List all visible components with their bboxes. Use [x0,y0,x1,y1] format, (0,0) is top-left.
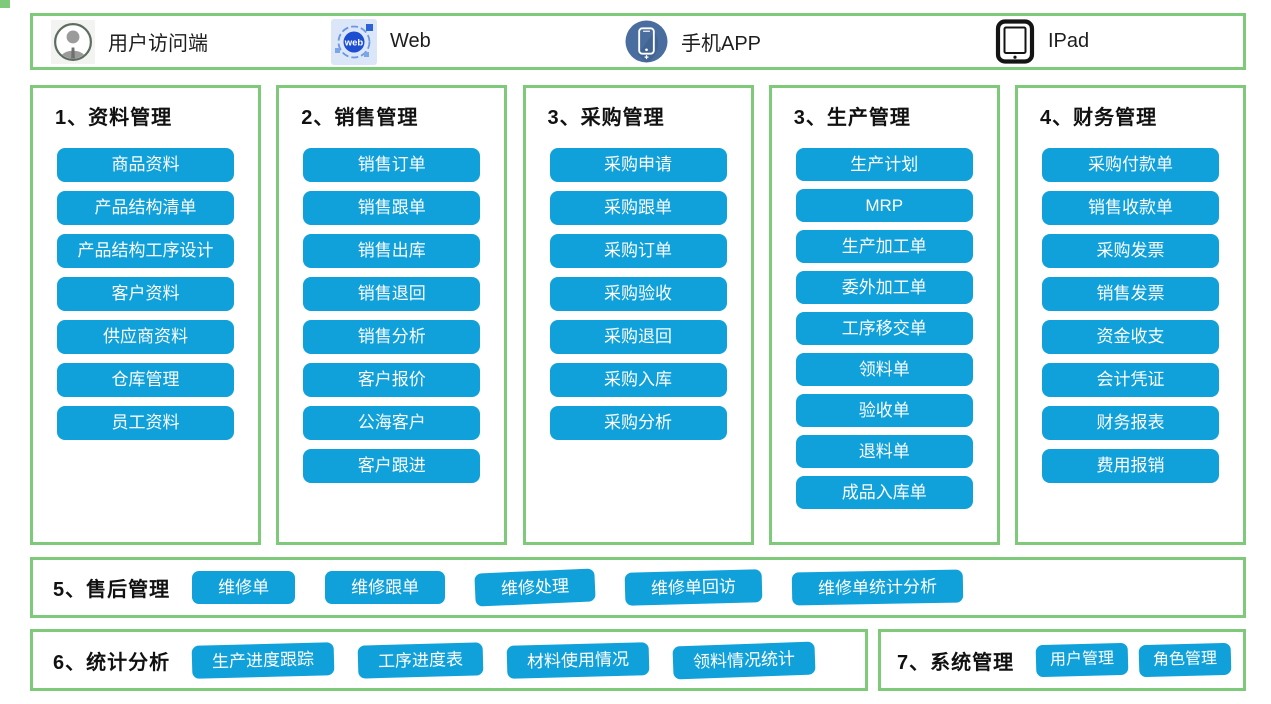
column-button-stack: 采购申请采购跟单采购订单采购验收采购退回采购入库采购分析 [526,148,751,440]
row-title: 7、系统管理 [897,651,1015,674]
phone-app-icon [625,20,668,63]
row-button-line: 维修单维修跟单维修处理维修单回访维修单统计分析 [192,568,993,607]
column-title: 4、财务管理 [1040,107,1158,129]
module-button[interactable]: 采购发票 [1042,234,1219,268]
column-data-management: 1、资料管理 商品资料产品结构清单产品结构工序设计客户资料供应商资料仓库管理员工… [30,85,261,545]
module-button[interactable]: 维修跟单 [325,571,446,604]
top-item-phone-app: 手机APP [625,16,761,67]
module-button[interactable]: 销售退回 [303,277,481,311]
module-button[interactable]: 采购订单 [549,234,727,268]
column-finance-management: 4、财务管理 采购付款单销售收款单采购发票销售发票资金收支会计凭证财务报表费用报… [1015,85,1246,545]
column-button-stack: 生产计划 MRP 生产加工单委外加工单工序移交单领料单验收单退料单成品入库单 [772,148,997,509]
column-button-stack: 商品资料产品结构清单产品结构工序设计客户资料供应商资料仓库管理员工资料 [33,148,258,440]
module-button[interactable]: 费用报销 [1042,449,1219,483]
row-system-management: 7、系统管理 用户管理角色管理 [878,629,1246,691]
user-icon [51,19,95,64]
module-button[interactable]: 维修单回访 [624,569,763,606]
row-button-line: 用户管理角色管理 [1035,642,1242,678]
module-button[interactable]: 商品资料 [57,148,234,182]
top-label-ipad: IPad [1048,30,1090,52]
top-item-ipad: IPad [995,16,1089,67]
module-button[interactable]: 生产加工单 [795,230,973,263]
row-title: 6、统计分析 [53,651,171,674]
module-button[interactable]: 销售收款单 [1042,191,1219,225]
module-button[interactable]: 委外加工单 [795,271,973,304]
column-button-stack: 采购付款单销售收款单采购发票销售发票资金收支会计凭证财务报表费用报销 [1018,148,1243,483]
module-button[interactable]: 销售发票 [1042,277,1219,311]
module-button[interactable]: 领料单 [795,353,973,386]
module-button[interactable]: 公海客户 [303,406,481,440]
module-button[interactable]: 成品入库单 [795,476,973,509]
module-button[interactable]: 采购申请 [549,148,727,182]
module-button[interactable]: 采购付款单 [1042,148,1219,182]
module-button[interactable]: 员工资料 [57,406,234,440]
module-button[interactable]: 生产进度跟踪 [191,641,335,679]
top-item-web: web Web [331,16,431,67]
top-item-user-access: 用户访问端 [51,16,208,67]
module-columns: 1、资料管理 商品资料产品结构清单产品结构工序设计客户资料供应商资料仓库管理员工… [30,85,1246,545]
module-button[interactable]: 采购验收 [549,277,727,311]
module-button[interactable]: 维修处理 [474,568,596,607]
module-button[interactable]: 客户资料 [57,277,234,311]
module-button[interactable]: 销售跟单 [303,191,481,225]
module-button[interactable]: 产品结构清单 [57,191,234,225]
module-button[interactable]: 产品结构工序设计 [57,234,234,268]
web-icon: web [331,18,377,65]
module-button[interactable]: 采购分析 [549,406,727,440]
row-statistics-analysis: 6、统计分析 生产进度跟踪工序进度表材料使用情况领料情况统计 [30,629,868,691]
module-button[interactable]: 资金收支 [1042,320,1219,354]
top-access-bar: 用户访问端 web Web [30,13,1246,70]
column-title: 3、采购管理 [547,107,665,129]
ipad-icon [995,19,1035,64]
top-label-web: Web [390,30,431,52]
module-button[interactable]: 工序移交单 [795,312,973,345]
module-button[interactable]: 销售分析 [303,320,481,354]
module-button[interactable]: 财务报表 [1042,406,1219,440]
module-button[interactable]: 角色管理 [1138,642,1232,678]
column-title: 2、销售管理 [301,107,419,129]
module-button[interactable]: 生产计划 [795,148,973,181]
column-title: 1、资料管理 [55,107,173,129]
module-button[interactable]: 仓库管理 [57,363,234,397]
column-production-management: 3、生产管理 生产计划 MRP 生产加工单委外加工单工序移交单领料单验收单退料单成品… [768,85,1000,545]
row-button-line: 生产进度跟踪工序进度表材料使用情况领料情况统计 [191,641,839,679]
module-button[interactable]: 采购跟单 [549,191,727,225]
module-button[interactable]: 客户跟进 [303,449,481,483]
module-button[interactable]: 退料单 [795,435,973,468]
module-button[interactable]: 验收单 [795,394,973,427]
module-button[interactable]: 客户报价 [303,363,481,397]
module-button[interactable]: 工序进度表 [357,641,484,679]
module-button[interactable]: 领料情况统计 [672,641,816,679]
module-button[interactable]: 维修单统计分析 [791,569,964,606]
column-sales-management: 2、销售管理 销售订单销售跟单销售出库销售退回销售分析客户报价公海客户客户跟进 [276,85,508,545]
module-button[interactable]: 维修单 [192,571,296,604]
column-purchase-management: 3、采购管理 采购申请采购跟单采购订单采购验收采购退回采购入库采购分析 [522,85,754,545]
module-button[interactable]: 供应商资料 [57,320,234,354]
svg-text:web: web [344,37,364,48]
module-button[interactable]: 用户管理 [1035,642,1129,678]
row-title: 5、售后管理 [53,579,171,601]
module-button[interactable]: 采购退回 [549,320,727,354]
column-button-stack: 销售订单销售跟单销售出库销售退回销售分析客户报价公海客户客户跟进 [279,148,504,483]
module-button[interactable]: 会计凭证 [1042,363,1219,397]
column-title: 3、生产管理 [793,107,911,129]
top-label-user-access: 用户访问端 [108,33,208,55]
row-aftersales-management: 5、售后管理 维修单维修跟单维修处理维修单回访维修单统计分析 [30,557,1246,618]
top-label-phone-app: 手机APP [681,33,762,55]
module-button[interactable]: 销售出库 [303,234,481,268]
module-button[interactable]: 采购入库 [549,363,727,397]
corner-artifact [0,0,10,8]
module-button[interactable]: MRP [795,189,973,222]
module-button[interactable]: 材料使用情况 [506,641,650,679]
module-button[interactable]: 销售订单 [303,148,481,182]
